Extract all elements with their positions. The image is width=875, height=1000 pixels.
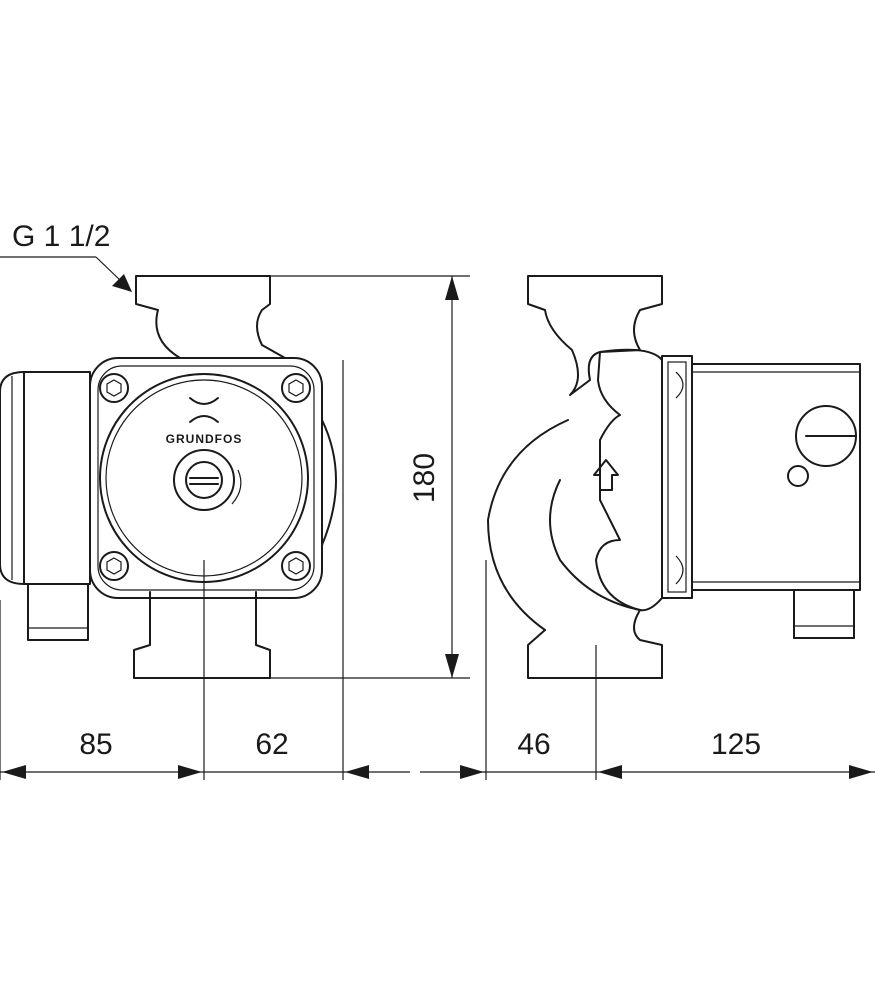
- bolt-bottom-right: [281, 551, 311, 581]
- terminal-box-front: [0, 371, 91, 641]
- bolt-bottom-left: [99, 551, 129, 581]
- side-view: [487, 275, 861, 679]
- dimension-lines: G 1 1/2 180 85 62 46 125: [0, 220, 875, 780]
- thread-label: G 1 1/2: [12, 220, 110, 253]
- bolt-top-right: [281, 373, 311, 403]
- cable-gland: [793, 589, 855, 639]
- side-pipe-body: [487, 419, 569, 631]
- side-top-flange: [527, 275, 663, 396]
- side-housing: [595, 348, 663, 612]
- dimension-62: 62: [255, 728, 288, 761]
- height-dimension: 180: [408, 453, 441, 503]
- indicator-light: [787, 465, 809, 487]
- brand-text: GRUNDFOS: [166, 432, 243, 446]
- flow-direction-arrow-icon: [593, 459, 619, 491]
- front-view: GRUNDFOS: [0, 275, 337, 679]
- bolt-top-left: [99, 373, 129, 403]
- grundfos-logo-icon: [189, 397, 219, 423]
- dimension-85: 85: [79, 728, 112, 761]
- top-flange: [135, 275, 286, 359]
- side-bottom-flange: [527, 609, 663, 679]
- dimension-46: 46: [517, 728, 550, 761]
- vent-screw: [173, 449, 242, 511]
- motor-flange: [661, 355, 693, 599]
- motor-body: [691, 363, 861, 591]
- dimension-125: 125: [711, 728, 761, 761]
- speed-selector-icon: [795, 405, 857, 467]
- bottom-flange: [133, 591, 271, 679]
